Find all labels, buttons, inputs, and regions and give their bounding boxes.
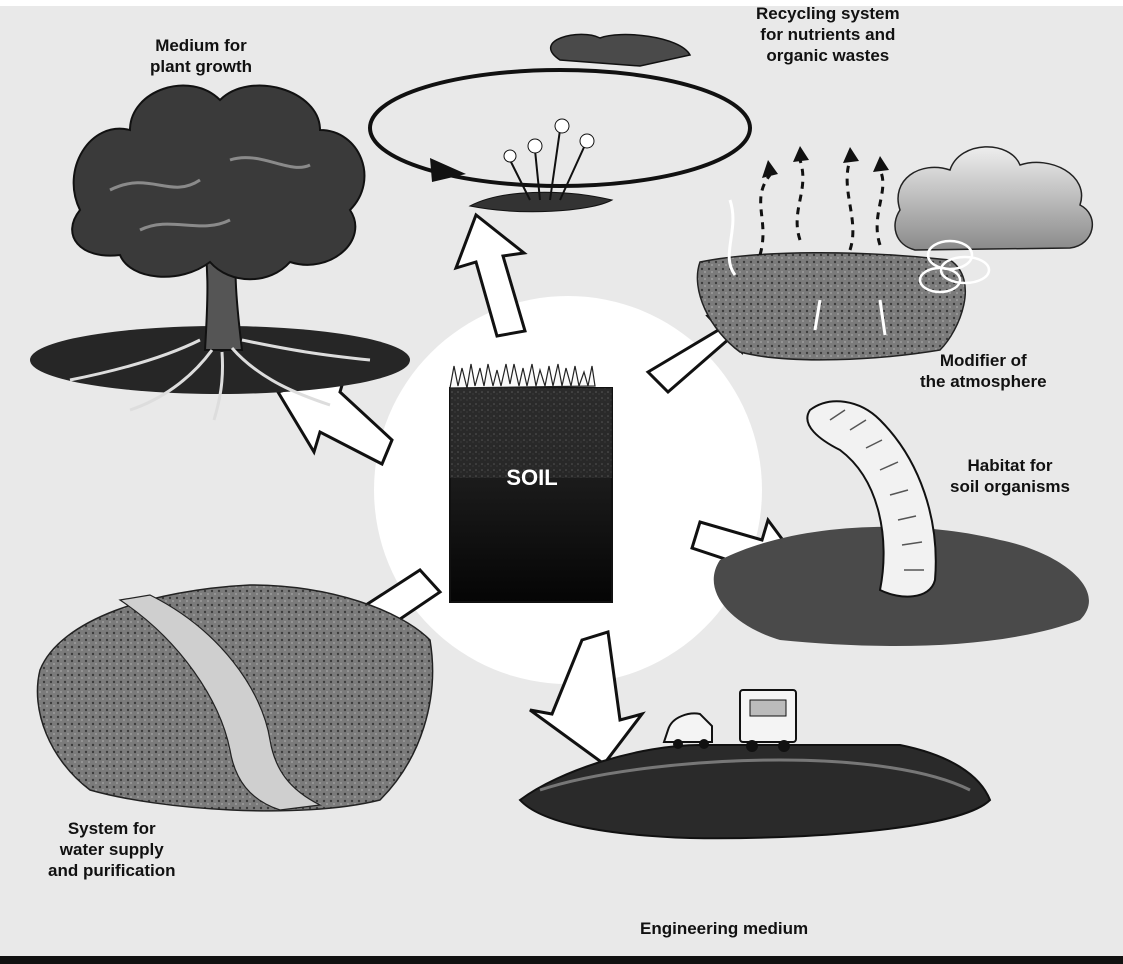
label-line: Habitat for: [950, 455, 1070, 476]
soil-label: SOIL: [472, 465, 592, 491]
label-line: water supply: [48, 839, 176, 860]
water-illustration: [37, 585, 432, 811]
label-line: Recycling system: [756, 3, 900, 24]
bottom-border: [0, 956, 1123, 964]
label-line: Engineering medium: [640, 918, 808, 939]
label-line: and purification: [48, 860, 176, 881]
recycling-illustration: [370, 34, 750, 211]
label-line: organic wastes: [756, 45, 900, 66]
label-recycling-system: Recycling system for nutrients and organ…: [756, 3, 900, 66]
label-line: the atmosphere: [920, 371, 1047, 392]
tree-illustration: [30, 86, 410, 420]
label-line: Medium for: [150, 35, 252, 56]
atmosphere-illustration: [697, 146, 1092, 360]
label-line: soil organisms: [950, 476, 1070, 497]
label-line: Modifier of: [920, 350, 1047, 371]
label-line: System for: [48, 818, 176, 839]
label-line: for nutrients and: [756, 24, 900, 45]
label-line: plant growth: [150, 56, 252, 77]
label-plant-growth: Medium for plant growth: [150, 35, 252, 77]
label-atmosphere: Modifier of the atmosphere: [920, 350, 1047, 392]
label-habitat: Habitat for soil organisms: [950, 455, 1070, 497]
label-engineering: Engineering medium: [640, 918, 808, 939]
label-water-supply: System for water supply and purification: [48, 818, 176, 881]
